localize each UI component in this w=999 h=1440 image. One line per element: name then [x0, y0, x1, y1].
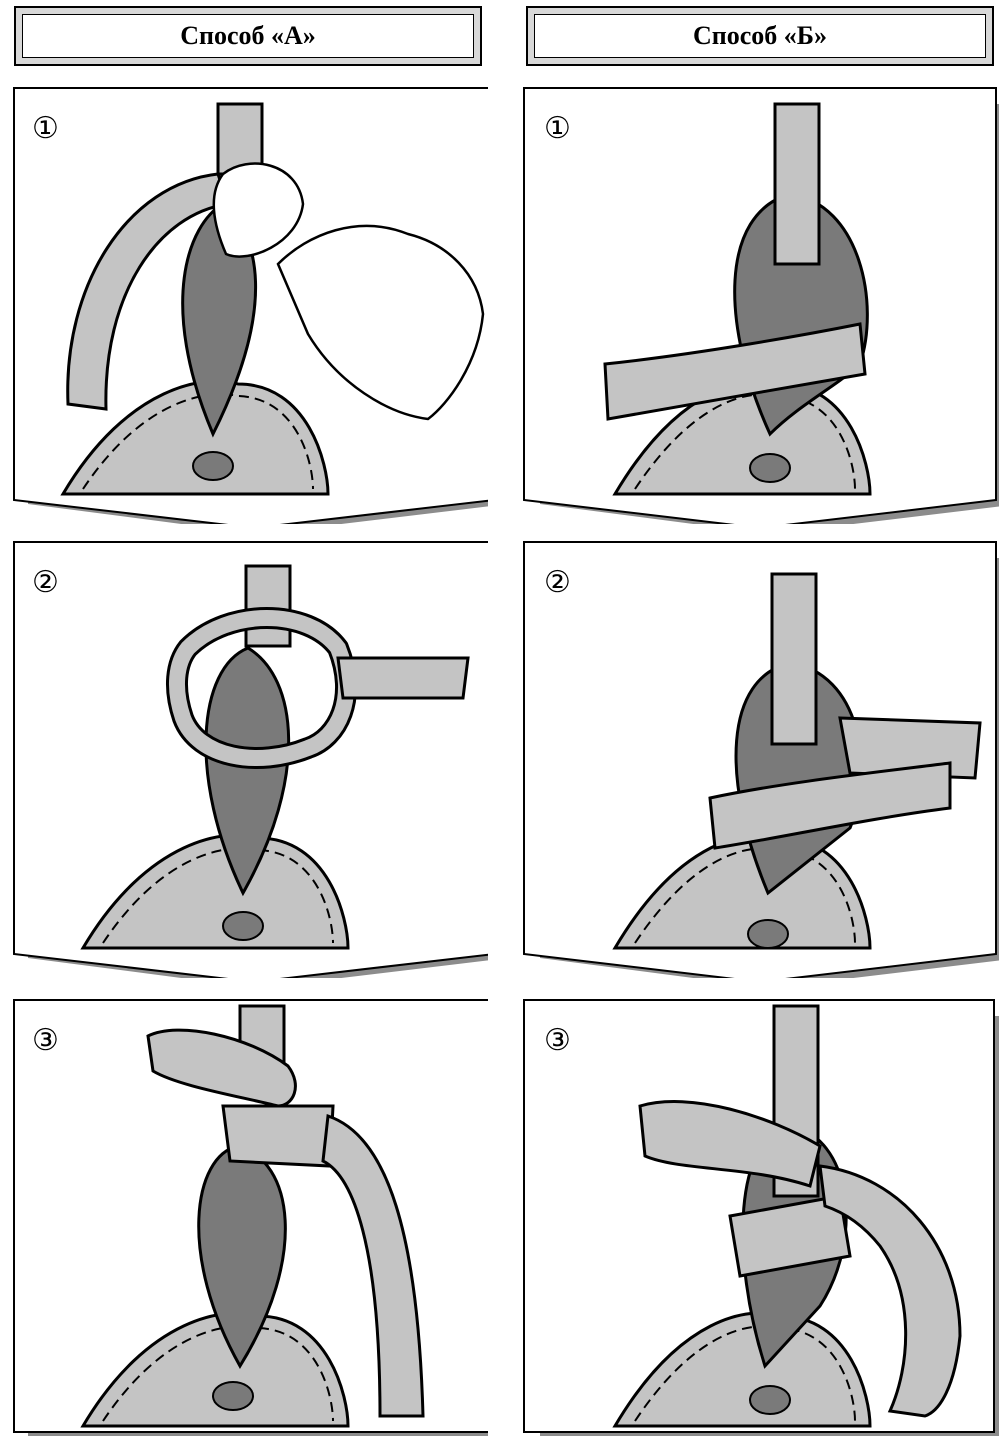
method-b-title-plate: Способ «Б»: [526, 6, 994, 66]
panel-a-step-1-illustration: ①: [8, 84, 488, 524]
step-number: ②: [544, 565, 571, 600]
method-a-title-inner: Способ «А»: [22, 14, 474, 58]
method-a-title-plate: Способ «А»: [14, 6, 482, 66]
strap-top: [772, 574, 816, 744]
step-number: ①: [32, 111, 59, 146]
panel-b-step-1-illustration: ①: [520, 84, 999, 524]
method-b-title-inner: Способ «Б»: [534, 14, 986, 58]
tag-hole: [750, 1386, 790, 1414]
panel-b-step-3-illustration: ③: [520, 996, 999, 1436]
method-b-title: Способ «Б»: [693, 21, 827, 51]
panel-b-step-2: ②: [520, 538, 999, 978]
panel-a-step-3-illustration: ③: [8, 996, 488, 1436]
step-number: ①: [544, 111, 571, 146]
step-number: ③: [32, 1023, 59, 1058]
strap-end: [338, 658, 468, 698]
method-a-title: Способ «А»: [180, 21, 316, 51]
panel-a-step-2: ②: [8, 538, 488, 978]
panel-a-step-2-illustration: ②: [8, 538, 488, 978]
step-number: ③: [544, 1023, 571, 1058]
panel-b-step-1: ①: [520, 84, 999, 524]
panel-b-step-3: ③: [520, 996, 999, 1436]
panel-b-step-2-illustration: ②: [520, 538, 999, 978]
step-number: ②: [32, 565, 59, 600]
strap-knot: [223, 1106, 333, 1166]
column-method-a: Способ «А» ① ②: [8, 0, 488, 1440]
tag-hole: [748, 920, 788, 948]
tag-hole: [750, 454, 790, 482]
panel-a-step-1: ①: [8, 84, 488, 524]
strap-top: [775, 104, 819, 264]
panel-a-step-3: ③: [8, 996, 488, 1436]
column-method-b: Способ «Б» ① ②: [520, 0, 999, 1440]
tag-hole: [223, 912, 263, 940]
strap-top: [246, 566, 290, 646]
tag-hole: [213, 1382, 253, 1410]
tag-hole: [193, 452, 233, 480]
